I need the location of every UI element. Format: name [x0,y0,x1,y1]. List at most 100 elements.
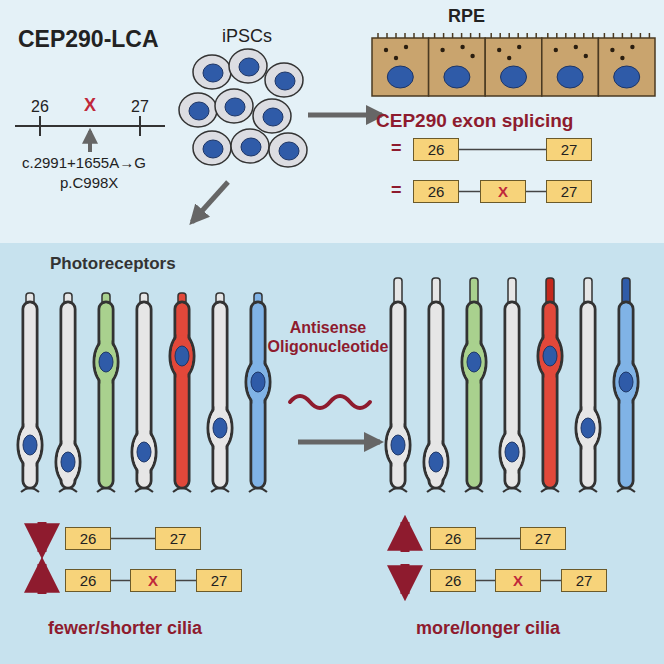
synaptic-terminal [97,488,115,492]
exon-label: 26 [428,184,445,199]
cell-fill [469,304,480,487]
microvillus [461,33,463,38]
exon-label: X [498,184,508,199]
label-text: fewer/shorter cilia [48,618,202,640]
cell-fill [248,362,269,403]
cell-drawings [18,33,655,492]
stem-cell [269,133,307,167]
synaptic-terminal [427,488,445,492]
nucleus [543,346,557,366]
nucleus [203,140,223,158]
cell-body [132,430,156,474]
rpe-cell [542,38,599,96]
increase-arrow [401,522,410,552]
synaptic-terminal [579,488,597,492]
synaptic-terminal [465,488,483,492]
microvillus [583,33,585,38]
melanin-granule [610,48,614,52]
microvillus [386,33,388,38]
microvillus [452,33,454,38]
exon-label: 27 [561,184,578,199]
microvillus [547,33,549,38]
exon-label: 27 [170,531,187,546]
synaptic-terminal [617,488,635,492]
stem-cell [253,99,291,133]
nucleus [239,58,259,76]
splice-junction [541,580,561,582]
cell-fill [58,442,79,483]
decrease-arrow [401,564,410,594]
synaptic-terminal [59,488,77,492]
cell-fill [172,336,193,377]
label-text: = [391,138,402,160]
nucleus [241,138,261,156]
nucleus [557,66,583,88]
cell-fill [545,304,556,487]
microvillus [640,33,642,38]
exon-box: 26 [430,569,476,592]
synaptic-terminal [249,488,267,492]
splice-junction [459,191,480,193]
cell-fill [177,304,188,487]
label-text: = [391,180,402,202]
melanin-granule [440,48,444,52]
microvillus [574,33,576,38]
exon-box: 26 [430,527,476,550]
cell-fill [134,432,155,473]
microvillus [434,33,436,38]
exon-box: 27 [561,569,607,592]
melanin-granule [554,48,558,52]
label-text: c.2991+1655A→G [22,154,146,172]
label-text: p.C998X [60,174,118,192]
photoreceptor-cell [61,302,75,488]
cell-body [56,440,80,484]
cell-fill [101,304,112,487]
exon-label: 26 [445,531,462,546]
exon-box: 27 [546,138,592,161]
melanin-granule [460,45,464,49]
microvillus [622,33,624,38]
exon-label: X [513,573,523,588]
cell-fill [210,408,231,449]
microvillus [613,33,615,38]
exon-box: 27 [520,527,566,550]
exon-label: 27 [561,142,578,157]
synaptic-terminal [503,488,521,492]
cell-body [538,334,562,378]
microvillus [443,33,445,38]
cell-fill [578,408,599,449]
cell-fill [540,336,561,377]
splice-junction [526,191,546,193]
cell-body [614,360,638,404]
microvillus [649,33,651,38]
nucleus [619,372,633,392]
process-arrow [298,440,380,445]
mutation-arrow [88,131,92,152]
microvillus [631,33,633,38]
cell-body [18,423,42,467]
nucleus [189,102,209,120]
exon-box: 26 [65,569,111,592]
synaptic-terminal [173,488,191,492]
nucleus [279,142,299,160]
stem-cell [193,55,231,89]
photoreceptor-cell [467,302,481,488]
microvillus [565,33,567,38]
exon-label: 27 [576,573,593,588]
gene-line [15,125,165,127]
photoreceptor-cell [175,302,189,488]
cell-body [462,340,486,384]
nucleus [23,435,37,455]
exon-label: 26 [428,142,445,157]
photoreceptor-cell [543,302,557,488]
process-arrow [308,113,382,118]
label-text: RPE [448,6,485,28]
cell-fill [616,362,637,403]
melanin-granule [574,45,578,49]
synaptic-terminal [211,488,229,492]
rpe-cell [598,38,655,96]
label-text: Antisense Oligonucleotide [266,318,390,356]
nucleus [225,98,245,116]
nucleus [444,66,470,88]
nucleus [505,442,519,462]
